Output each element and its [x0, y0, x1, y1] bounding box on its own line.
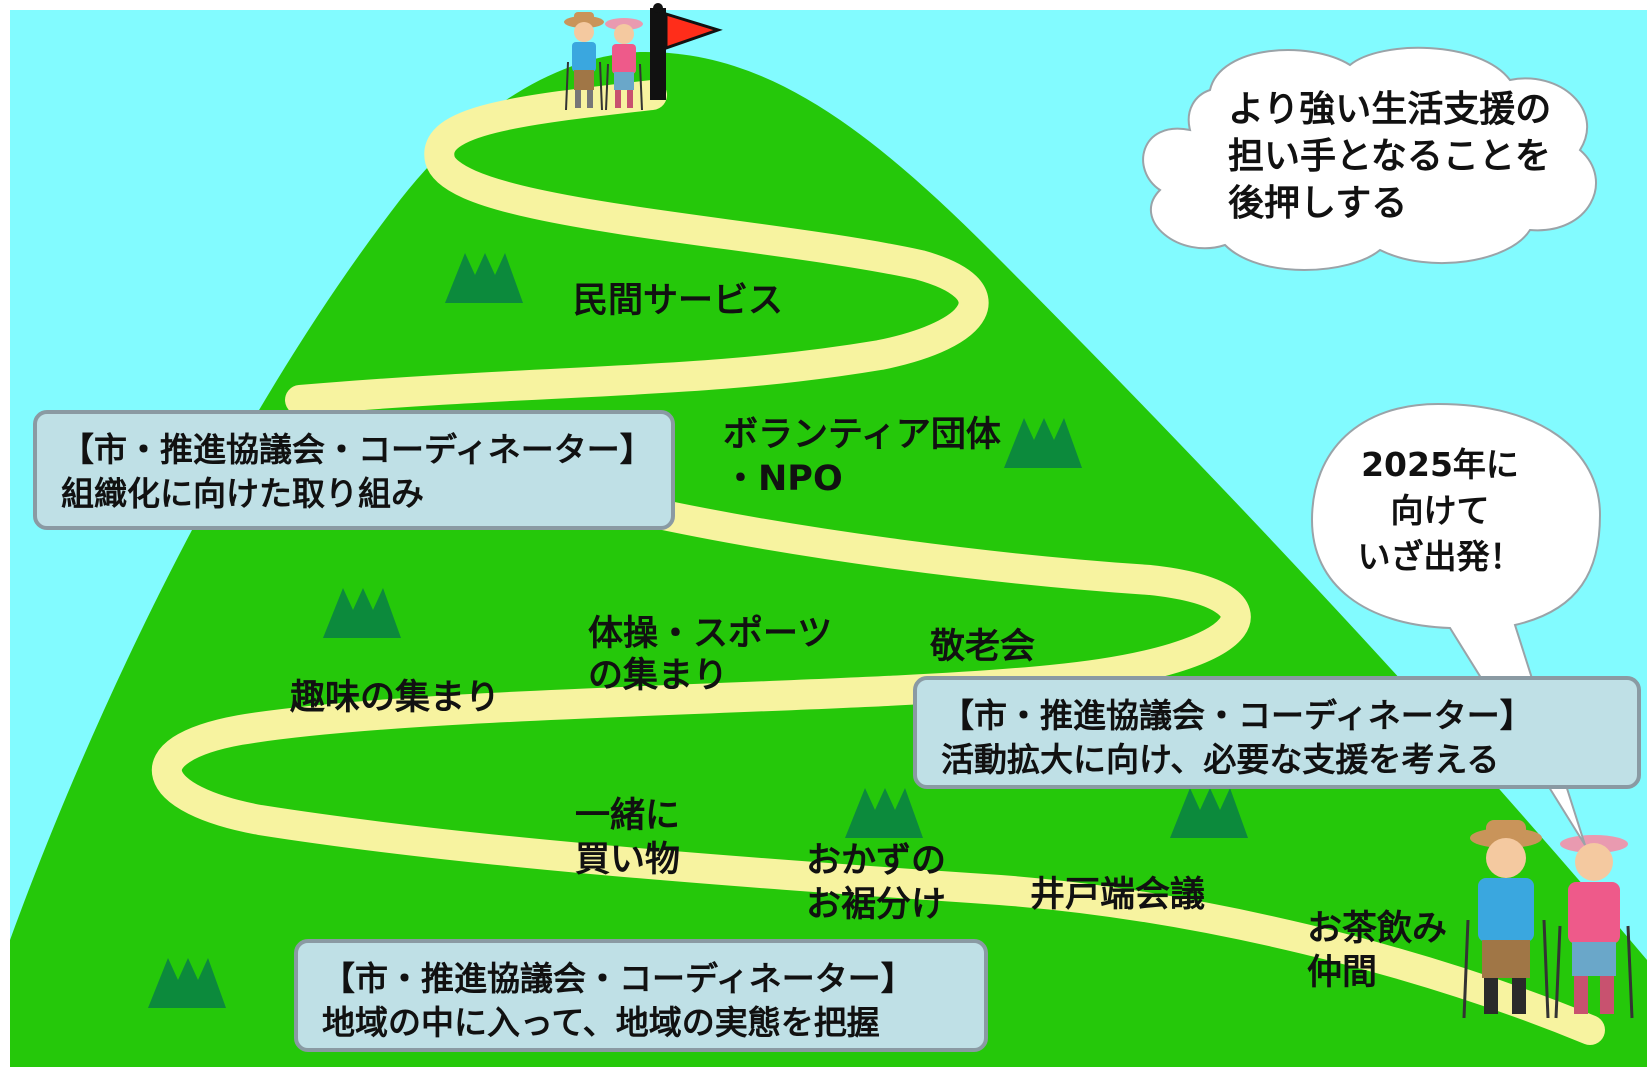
tree-icon [1004, 418, 1082, 468]
cloud-line: 後押しする [1228, 183, 1408, 224]
label-okazu-line1: おかずの [806, 841, 947, 881]
label-taiso-line2: の集まり [588, 656, 729, 696]
coordinator-box-bottom: 【市・推進協議会・コーディネーター】 地域の中に入って、地域の実態を把握 [294, 939, 988, 1052]
hiker-woman-icon [605, 18, 643, 111]
label-ocha-line1: お茶飲み [1307, 909, 1448, 949]
tree-icon [148, 958, 226, 1008]
cloud-shape [1142, 46, 1597, 271]
label-taiso-line1: 体操・スポーツ [588, 614, 833, 654]
cloud-line: 担い手となることを [1228, 136, 1551, 177]
bubble-line: 向けて [1390, 491, 1490, 530]
tree-icon [323, 588, 401, 638]
label-okazu-line2: お裾分け [806, 885, 947, 925]
tree-icon [1170, 788, 1248, 838]
hiker-woman-icon [1554, 835, 1634, 1019]
label-issho-line2: 買い物 [575, 840, 681, 880]
label-volunteer-line1: ボランティア団体 [723, 415, 1001, 455]
bubble-line: 2025年に [1361, 445, 1519, 484]
coordinator-box-middle: 【市・推進協議会・コーディネーター】 活動拡大に向け、必要な支援を考える [913, 676, 1641, 789]
box-body: 活動拡大に向け、必要な支援を考える [941, 740, 1500, 779]
coordinator-box-top: 【市・推進協議会・コーディネーター】 組織化に向けた取り組み [33, 410, 675, 530]
tree-icon [845, 788, 923, 838]
label-idobata: 井戸端会議 [1030, 875, 1206, 915]
box-body: 地域の中に入って、地域の実態を把握 [322, 1003, 880, 1042]
bubble-line: いざ出発！ [1357, 537, 1523, 576]
label-minkan-service: 民間サービス [573, 281, 784, 321]
hiker-man-icon [1462, 820, 1550, 1019]
cloud-line: より強い生活支援の [1228, 89, 1552, 130]
box-heading: 【市・推進協議会・コーディネーター】 [61, 430, 653, 469]
box-body: 組織化に向けた取り組み [61, 474, 424, 513]
bubble-message: 2025年に 向けて いざ出発！ [1355, 442, 1525, 580]
hiker-man-icon [564, 12, 604, 111]
cloud-message: より強い生活支援の 担い手となることを 後押しする [1228, 86, 1551, 227]
flag-icon [650, 3, 723, 100]
label-keirokai: 敬老会 [930, 627, 1036, 667]
box-heading: 【市・推進協議会・コーディネーター】 [941, 696, 1533, 735]
winding-path [151, 80, 1605, 1045]
label-issho-line1: 一緒に [575, 796, 681, 836]
box-heading: 【市・推進協議会・コーディネーター】 [322, 959, 914, 998]
label-ocha-line2: 仲間 [1307, 953, 1378, 993]
label-volunteer-line2: ・NPO [723, 459, 843, 499]
label-shumi: 趣味の集まり [290, 678, 501, 718]
tree-icon [445, 253, 523, 303]
